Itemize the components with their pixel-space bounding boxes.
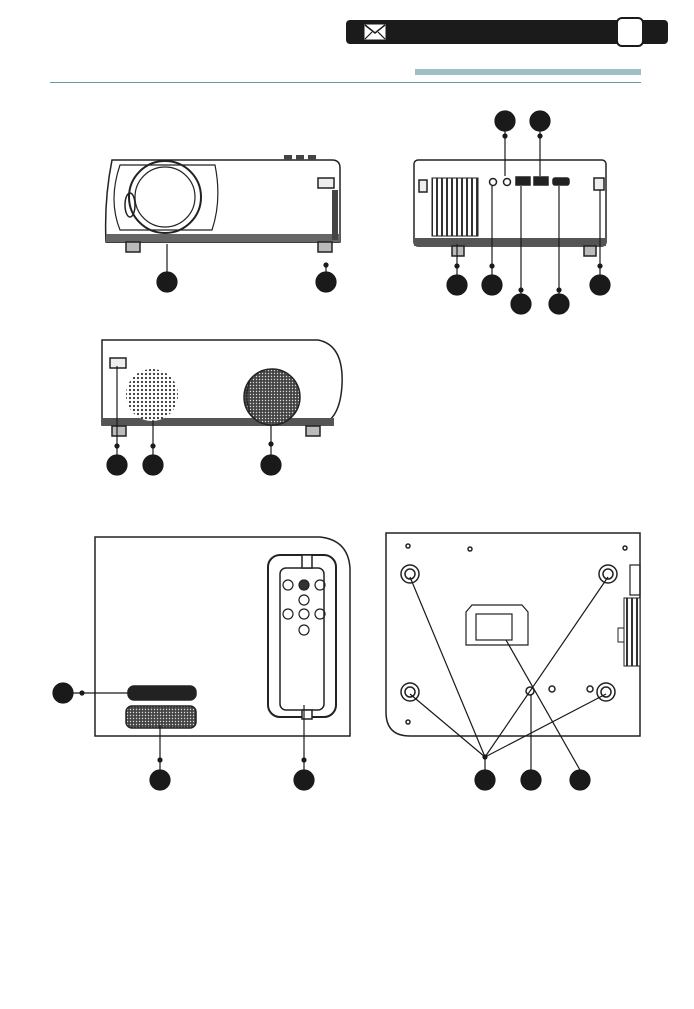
front-view-callouts (157, 244, 336, 292)
up-arrow-icon (299, 595, 309, 605)
projector-front-view (106, 155, 340, 252)
lens (129, 161, 201, 233)
callout-marker (530, 111, 550, 131)
callout-marker (590, 275, 610, 295)
foot-top-left (401, 565, 419, 583)
callout-marker (261, 455, 281, 475)
focus-ring (128, 686, 196, 700)
ok-icon (299, 609, 309, 619)
callout-marker (143, 455, 163, 475)
projector-side-view (102, 340, 342, 436)
label-plate (476, 614, 512, 640)
power-icon (283, 580, 293, 590)
front-ir-receiver (318, 178, 334, 188)
av-jack (504, 179, 511, 186)
vent-grille (432, 178, 478, 236)
projector-rear-view (414, 160, 606, 256)
foot-top-right (599, 565, 617, 583)
left-arrow-icon (283, 609, 293, 619)
audio-jack (490, 179, 497, 186)
callout-marker (549, 294, 569, 314)
foot-bottom-right (597, 683, 615, 701)
callout-marker (447, 275, 467, 295)
callout-marker (294, 770, 314, 790)
side-vent (126, 369, 178, 421)
callout-marker (495, 111, 515, 131)
usb-port-2 (534, 177, 548, 185)
foot-bottom-left (401, 683, 419, 701)
hdmi-port (553, 178, 569, 185)
callout-marker (521, 770, 541, 790)
callout-marker (316, 272, 336, 292)
callout-marker (107, 455, 127, 475)
callout-marker (570, 770, 590, 790)
rear-ir-receiver (594, 178, 604, 190)
down-arrow-icon (299, 625, 309, 635)
callout-marker (157, 272, 177, 292)
callout-marker (150, 770, 170, 790)
callout-marker (53, 683, 73, 703)
usb-port-1 (516, 177, 530, 185)
keystone-knob (126, 706, 196, 728)
projector-top-view (95, 537, 350, 736)
menu-icon (299, 580, 309, 590)
remote-buttons (283, 580, 325, 635)
speaker-grille (244, 369, 300, 425)
bottom-view-callouts (410, 577, 608, 790)
callout-marker (482, 275, 502, 295)
callout-marker (475, 770, 495, 790)
callout-marker (511, 294, 531, 314)
